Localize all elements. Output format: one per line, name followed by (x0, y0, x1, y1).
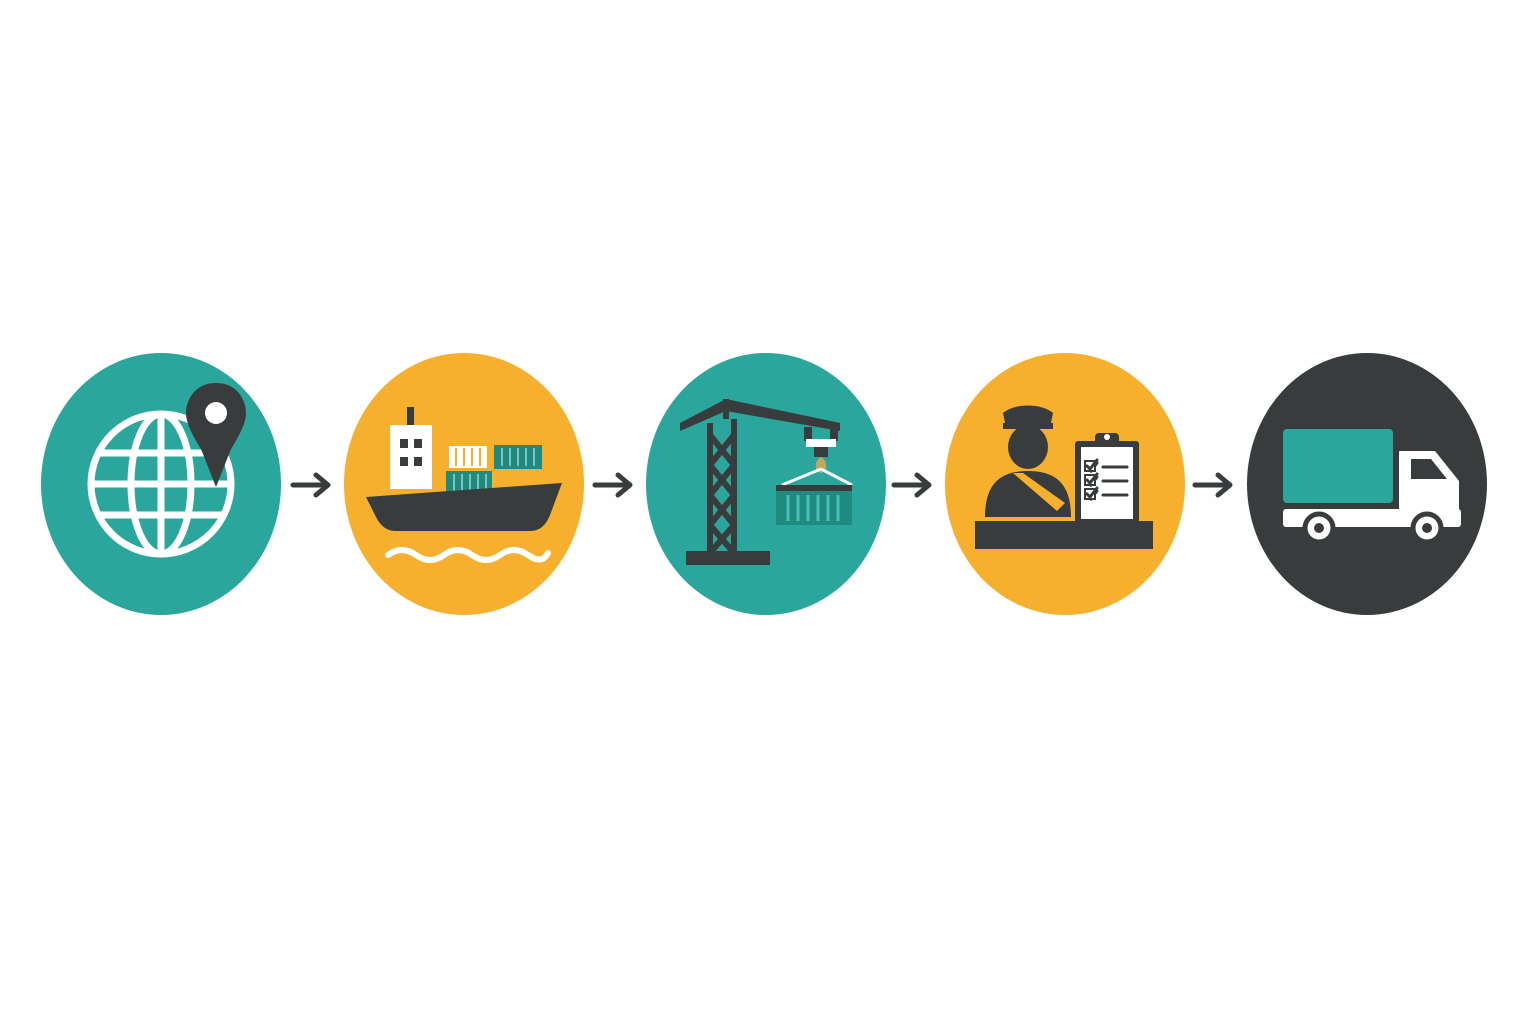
arrow-right-icon (592, 471, 636, 499)
cargo-ship-icon (344, 353, 584, 615)
arrow-right-icon (290, 471, 334, 499)
step-port-unloading (646, 353, 886, 615)
arrow-right-icon (891, 471, 935, 499)
counter-desk (975, 521, 1153, 549)
delivery-truck-icon (1247, 353, 1487, 615)
port-crane-container-icon (646, 353, 886, 615)
lifted-container (776, 485, 852, 525)
step-customs-clearance (945, 353, 1185, 615)
arrow-right-icon (1192, 471, 1236, 499)
ship-bridge (390, 407, 432, 489)
waves (385, 547, 551, 563)
location-pin-icon (186, 383, 246, 487)
officer-icon (985, 405, 1071, 517)
ship-hull (366, 483, 562, 531)
ship-containers (446, 444, 542, 495)
step-circle (945, 353, 1185, 615)
customs-officer-checklist-icon (945, 353, 1185, 615)
globe-location-pin-icon (41, 353, 281, 615)
globe-icon (87, 410, 235, 558)
step-final-delivery (1247, 353, 1487, 615)
step-ocean-freight (344, 353, 584, 615)
truck-icon (1283, 429, 1461, 545)
step-origin (41, 353, 281, 615)
clipboard-icon (1075, 433, 1139, 523)
crane-icon (680, 399, 853, 565)
